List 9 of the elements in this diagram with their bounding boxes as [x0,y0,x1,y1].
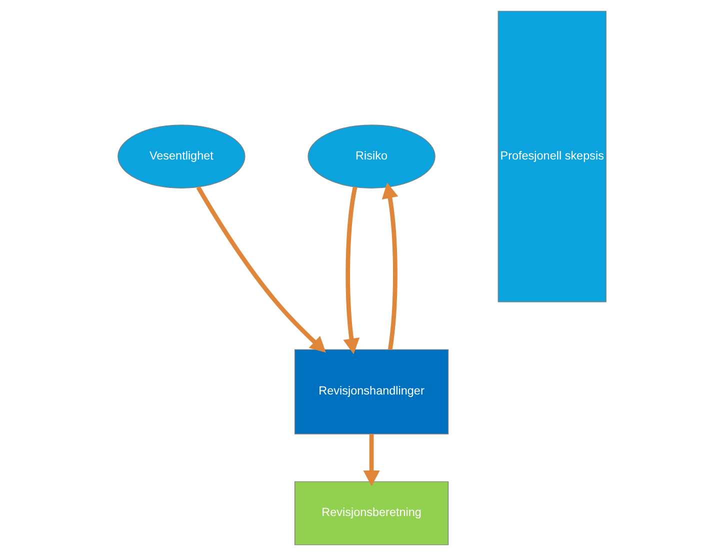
arrow [381,182,398,350]
arrow [342,186,360,354]
node-box: Profesjonell skepsis [497,10,606,302]
node-ellipse: Vesentlighet [117,124,245,188]
arrow [362,434,380,486]
node-ellipse: Risiko [307,124,435,188]
node-box: Revisjonshandlinger [294,349,448,434]
node-box: Revisjonsberetning [294,481,448,546]
arrow [196,186,326,353]
